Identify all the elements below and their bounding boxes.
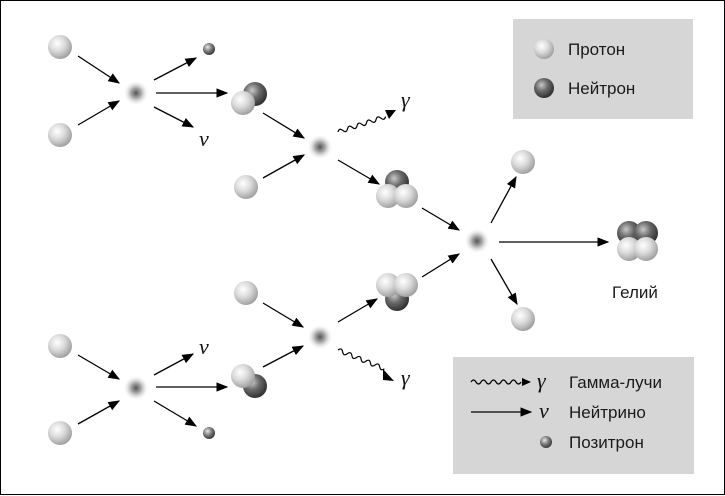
collision-point xyxy=(307,134,333,160)
arrow xyxy=(490,175,517,224)
gamma-label: γ xyxy=(401,365,411,390)
legend-positron-icon xyxy=(540,436,552,448)
proton xyxy=(48,334,72,358)
arrow xyxy=(490,258,518,306)
arrow xyxy=(262,345,305,368)
deuteron xyxy=(231,364,267,398)
proton xyxy=(48,421,72,445)
proton xyxy=(511,307,535,331)
legend-gamma-symbol: γ xyxy=(537,368,547,393)
arrow xyxy=(153,353,195,376)
arrow xyxy=(77,100,121,126)
arrow xyxy=(153,57,198,81)
arrow xyxy=(337,159,381,185)
positron xyxy=(203,43,215,55)
legend-bottom-background xyxy=(453,357,694,474)
gamma-wavy-line xyxy=(337,348,385,371)
arrow xyxy=(262,302,305,328)
arrow xyxy=(262,154,306,179)
neutrino-label: ν xyxy=(199,126,209,151)
helium-3 xyxy=(376,170,418,208)
arrow xyxy=(262,112,305,139)
arrow xyxy=(337,298,379,323)
arrow xyxy=(153,400,198,427)
collision-point xyxy=(464,228,490,254)
legend-proton-label: Протон xyxy=(568,40,625,59)
legend-gamma-label: Гамма-лучи xyxy=(569,373,662,392)
legend-top-background xyxy=(513,19,693,119)
legend-neutrino-label: Нейтрино xyxy=(569,403,646,422)
helium-4 xyxy=(617,221,658,261)
top-branch: ν γ xyxy=(48,35,461,231)
gamma-wavy-line xyxy=(337,116,387,133)
legend-neutron-label: Нейтрон xyxy=(568,79,635,98)
collision-point xyxy=(123,375,149,401)
arrow xyxy=(77,354,121,380)
gamma-arrowhead xyxy=(385,110,396,119)
legend-neutrino-symbol: ν xyxy=(539,398,549,423)
proton xyxy=(511,150,535,174)
arrow xyxy=(421,207,461,231)
proton xyxy=(234,281,258,305)
gamma-label: γ xyxy=(401,87,411,112)
collision-point xyxy=(307,324,333,350)
neutrino-label: ν xyxy=(199,334,209,359)
legend-wavy-line-icon xyxy=(470,379,522,385)
bottom-branch: γ ν xyxy=(48,253,460,445)
collision-point xyxy=(123,80,149,106)
gamma-arrowhead xyxy=(383,369,394,381)
legend-bottom: γ Гамма-лучи ν Нейтрино Позитрон xyxy=(453,357,694,474)
arrow xyxy=(421,253,460,278)
helium-label: Гелий xyxy=(612,283,658,302)
legend-top: Протон Нейтрон xyxy=(513,19,693,119)
arrow xyxy=(153,106,195,128)
arrow xyxy=(77,400,121,425)
legend-positron-label: Позитрон xyxy=(569,433,644,452)
deuteron xyxy=(231,82,267,115)
helium-3 xyxy=(376,273,418,311)
proton xyxy=(48,123,72,147)
legend-wavy-arrowhead-icon xyxy=(522,378,531,386)
legend-proton-icon xyxy=(534,39,554,59)
proton xyxy=(234,175,258,199)
final-reaction: Гелий xyxy=(464,150,658,331)
proton xyxy=(48,35,72,59)
legend-neutron-icon xyxy=(534,78,554,98)
arrow xyxy=(77,55,120,84)
positron xyxy=(203,427,215,439)
